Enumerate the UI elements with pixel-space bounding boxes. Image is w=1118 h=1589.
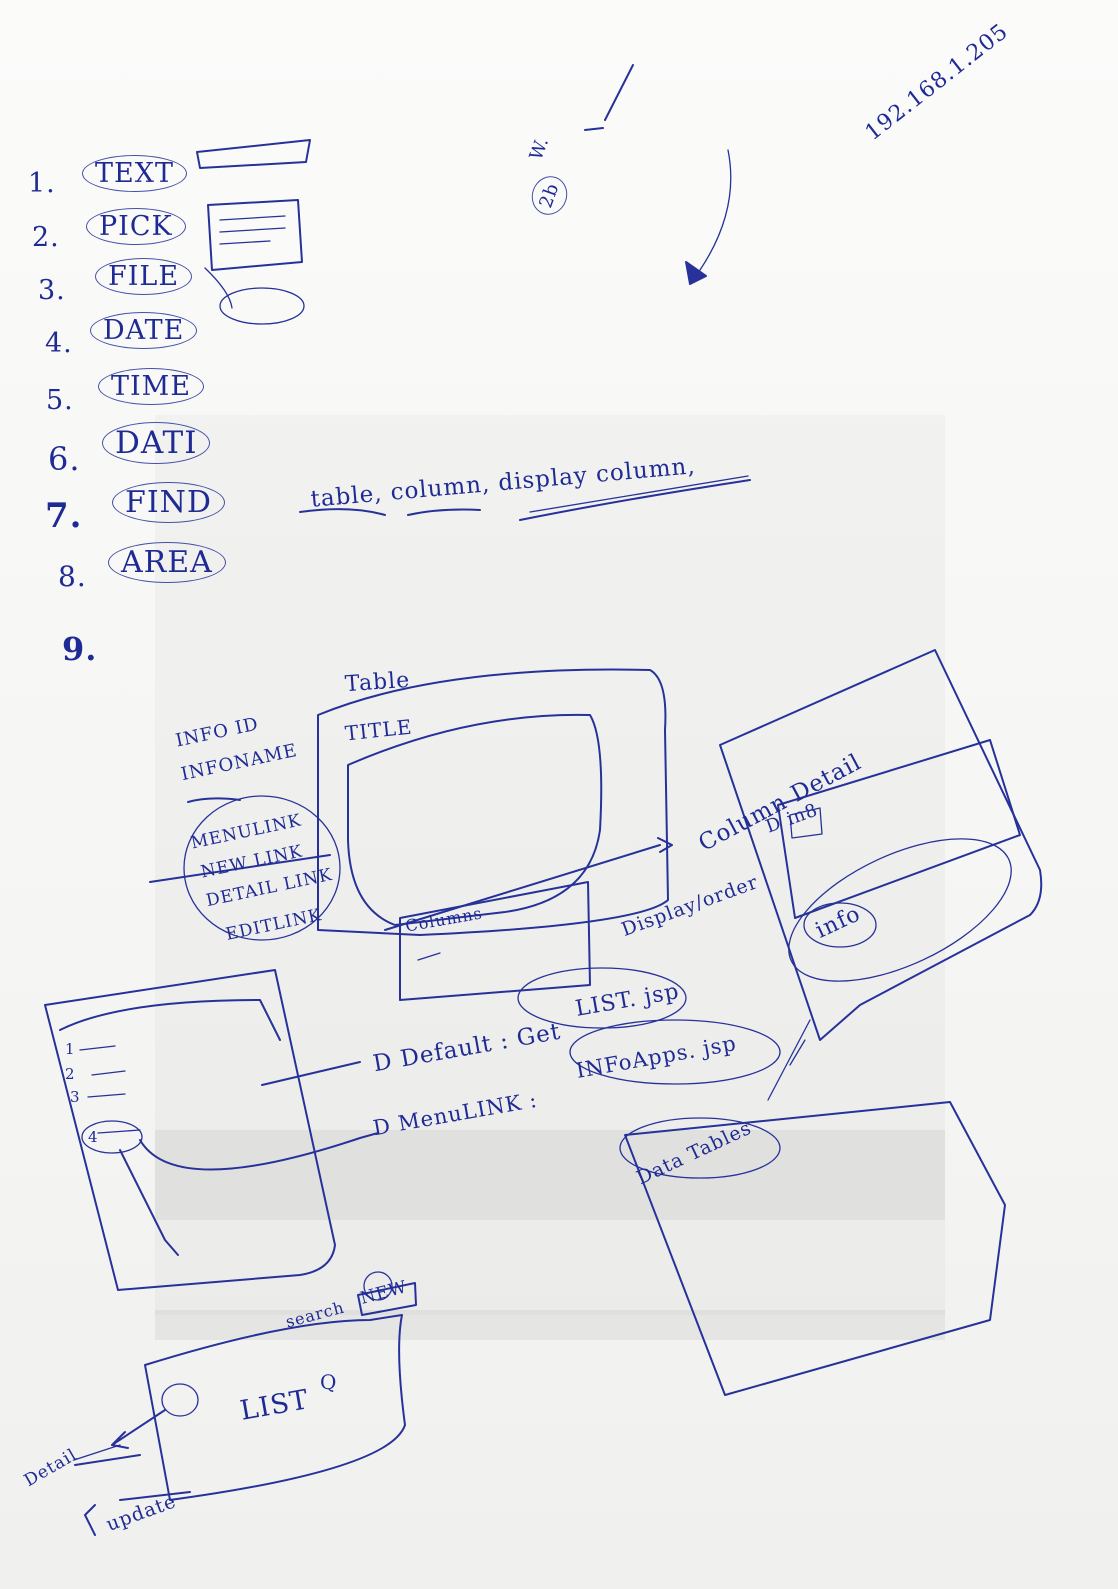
list-item-num: 1	[65, 1040, 76, 1058]
bleed-through-band	[155, 1310, 945, 1340]
bleed-through-band	[155, 1130, 945, 1220]
text-box-sketch	[196, 139, 311, 169]
list-jsp-oval	[517, 967, 687, 1029]
field-type-text: TEXT	[82, 155, 187, 192]
columns-box	[399, 881, 591, 1001]
table-heading: Table	[344, 667, 412, 698]
field-type-num: 7.	[45, 496, 83, 536]
file-box-sketch	[219, 287, 305, 325]
arrow-mark	[685, 261, 707, 285]
new-button-sketch	[357, 1282, 417, 1316]
infoapps-jsp-oval	[569, 1019, 781, 1085]
list-panel	[44, 969, 336, 1291]
list-item-num: 2	[65, 1065, 76, 1083]
field-type-num: 9.	[62, 630, 98, 668]
field-type-num: 3.	[38, 275, 66, 306]
field-type-num: 2.	[32, 222, 60, 253]
field-type-num: 4.	[45, 328, 73, 359]
list-q-mark: Q	[320, 1370, 338, 1394]
field-type-file: FILE	[95, 258, 193, 295]
field-type-num: 5.	[46, 385, 74, 416]
field-type-time: TIME	[98, 368, 205, 405]
pick-box-sketch	[207, 199, 303, 271]
field-type-pick: PICK	[86, 208, 186, 245]
column-detail-panel	[719, 649, 1043, 1041]
field-list-oval	[183, 795, 341, 941]
field-type-area: AREA	[108, 542, 226, 583]
list-item-num: 3	[70, 1088, 81, 1106]
list-view-panel	[144, 1314, 406, 1501]
data-tables-panel	[624, 1101, 1006, 1396]
field-type-num: 6.	[48, 440, 81, 478]
bleed-through-area	[155, 415, 945, 1315]
field-type-dati: DATI	[102, 422, 211, 464]
title-area	[347, 713, 603, 926]
data-tables-oval	[619, 1117, 781, 1179]
field-type-date: DATE	[90, 312, 198, 349]
field-type-find: FIND	[112, 482, 225, 523]
list-item-num: 4	[88, 1128, 99, 1146]
field-type-num: 1.	[28, 168, 56, 199]
field-type-num: 8.	[58, 560, 87, 593]
table-panel	[317, 668, 669, 936]
